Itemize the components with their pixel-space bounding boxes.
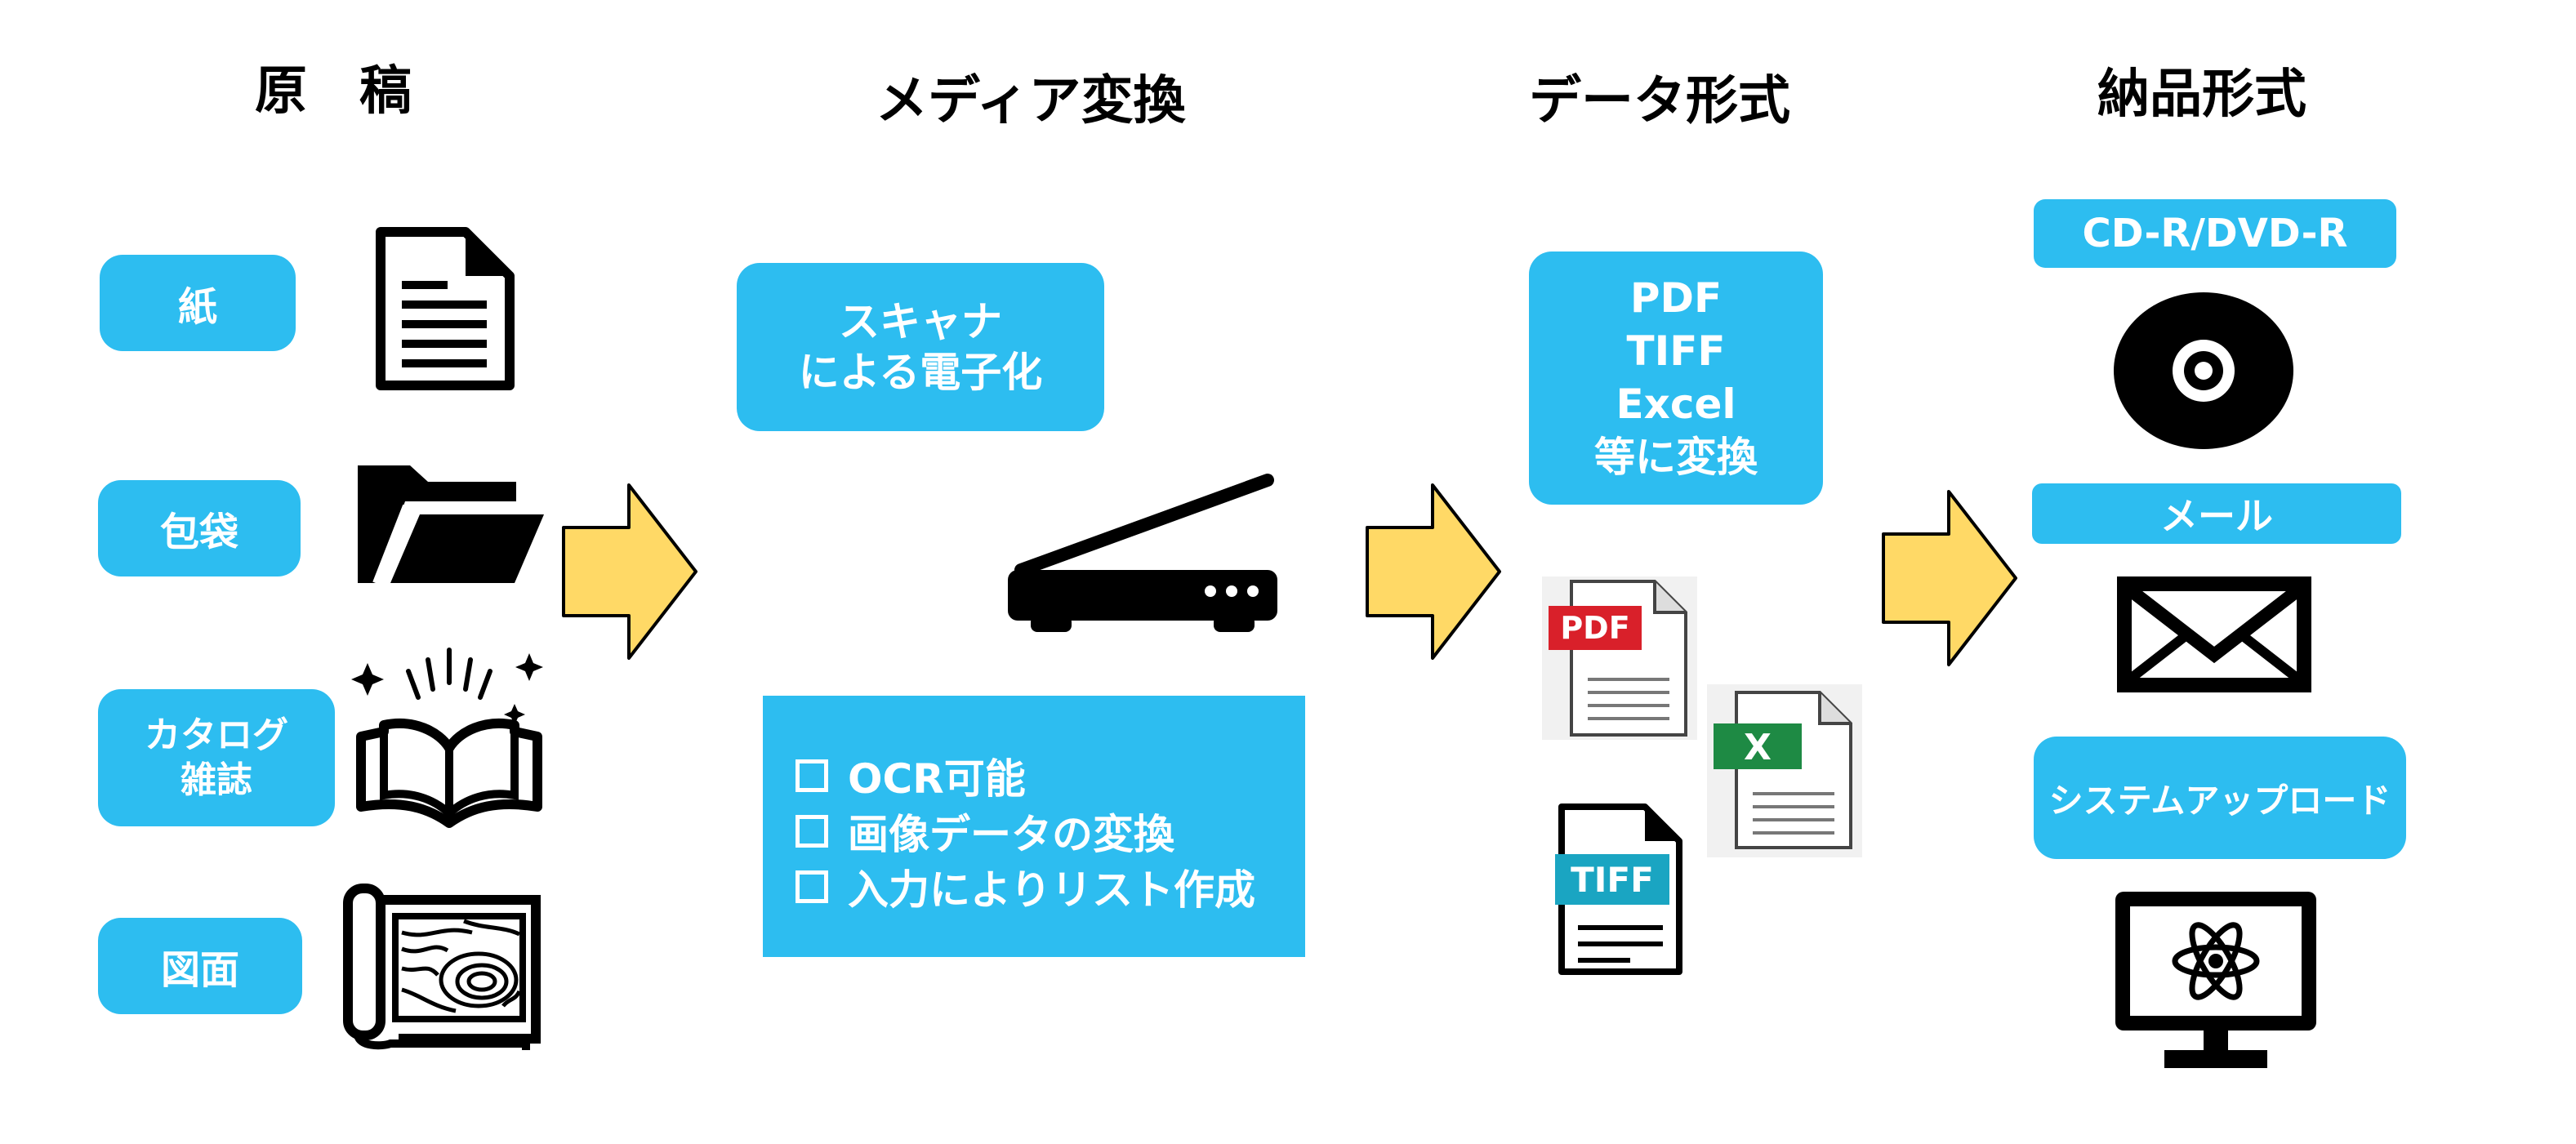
checkbox-square-icon (796, 870, 828, 903)
source-label-line: 雑誌 (180, 759, 252, 801)
data-format-box: PDF TIFF Excel 等に変換 (1529, 252, 1823, 505)
tiff-file-icon: TIFF (1555, 803, 1682, 975)
monitor-atom-icon (2115, 892, 2316, 1068)
checkbox-square-icon (796, 815, 828, 848)
source-label-line: カタログ (145, 714, 288, 756)
envelope-icon (2117, 576, 2311, 692)
feature-text: 画像データの変換 (848, 811, 1174, 858)
header-source: 原 稿 (255, 61, 412, 122)
header-delivery-format: 納品形式 (2097, 65, 2306, 125)
checkbox-square-icon (796, 759, 828, 792)
pdf-file-icon: PDF (1542, 576, 1697, 740)
data-format-line: TIFF (1626, 327, 1726, 375)
scanner-box-line: スキャナ (839, 297, 1002, 345)
feature-item: 入力によりリスト作成 (796, 859, 1305, 915)
source-label-paper: 紙 (100, 255, 296, 351)
feature-item: 画像データの変換 (796, 803, 1305, 859)
header-data-format: データ形式 (1529, 71, 1790, 131)
folder-icon (358, 465, 544, 585)
feature-text: OCR可能 (848, 755, 1026, 803)
arrow-right-icon (1366, 483, 1501, 660)
data-format-line: Excel (1616, 381, 1736, 428)
arrow-right-icon (562, 483, 697, 660)
open-book-icon (351, 648, 543, 828)
feature-item: OCR可能 (796, 748, 1305, 803)
disc-icon (2114, 292, 2293, 449)
flatbed-scanner-icon (1008, 474, 1277, 632)
source-label-drawing: 図面 (98, 918, 302, 1014)
pdf-badge-text: PDF (1560, 610, 1629, 646)
excel-badge-text: X (1744, 727, 1772, 768)
delivery-label-cd-dvd: CD-R/DVD-R (2034, 199, 2396, 268)
source-label-catalog-magazine: カタログ 雑誌 (98, 689, 335, 826)
source-label-envelope: 包袋 (98, 480, 301, 576)
header-media-conversion: メディア変換 (876, 71, 1186, 131)
delivery-label-system-upload: システムアップロード (2034, 737, 2406, 859)
document-icon (376, 227, 515, 390)
delivery-label-mail: メール (2032, 483, 2401, 544)
scanner-digitization-box: スキャナ による電子化 (737, 263, 1104, 431)
data-format-line: PDF (1629, 274, 1723, 322)
feature-text: 入力によりリスト作成 (848, 866, 1255, 914)
scanner-box-line: による電子化 (798, 349, 1043, 396)
blueprint-icon (343, 884, 541, 1050)
tiff-badge-text: TIFF (1571, 860, 1654, 900)
media-features-box: OCR可能 画像データの変換 入力によりリスト作成 (763, 696, 1305, 957)
excel-file-icon: X (1707, 684, 1862, 857)
arrow-right-icon (1882, 490, 2017, 666)
data-format-line: 等に変換 (1594, 434, 1758, 481)
